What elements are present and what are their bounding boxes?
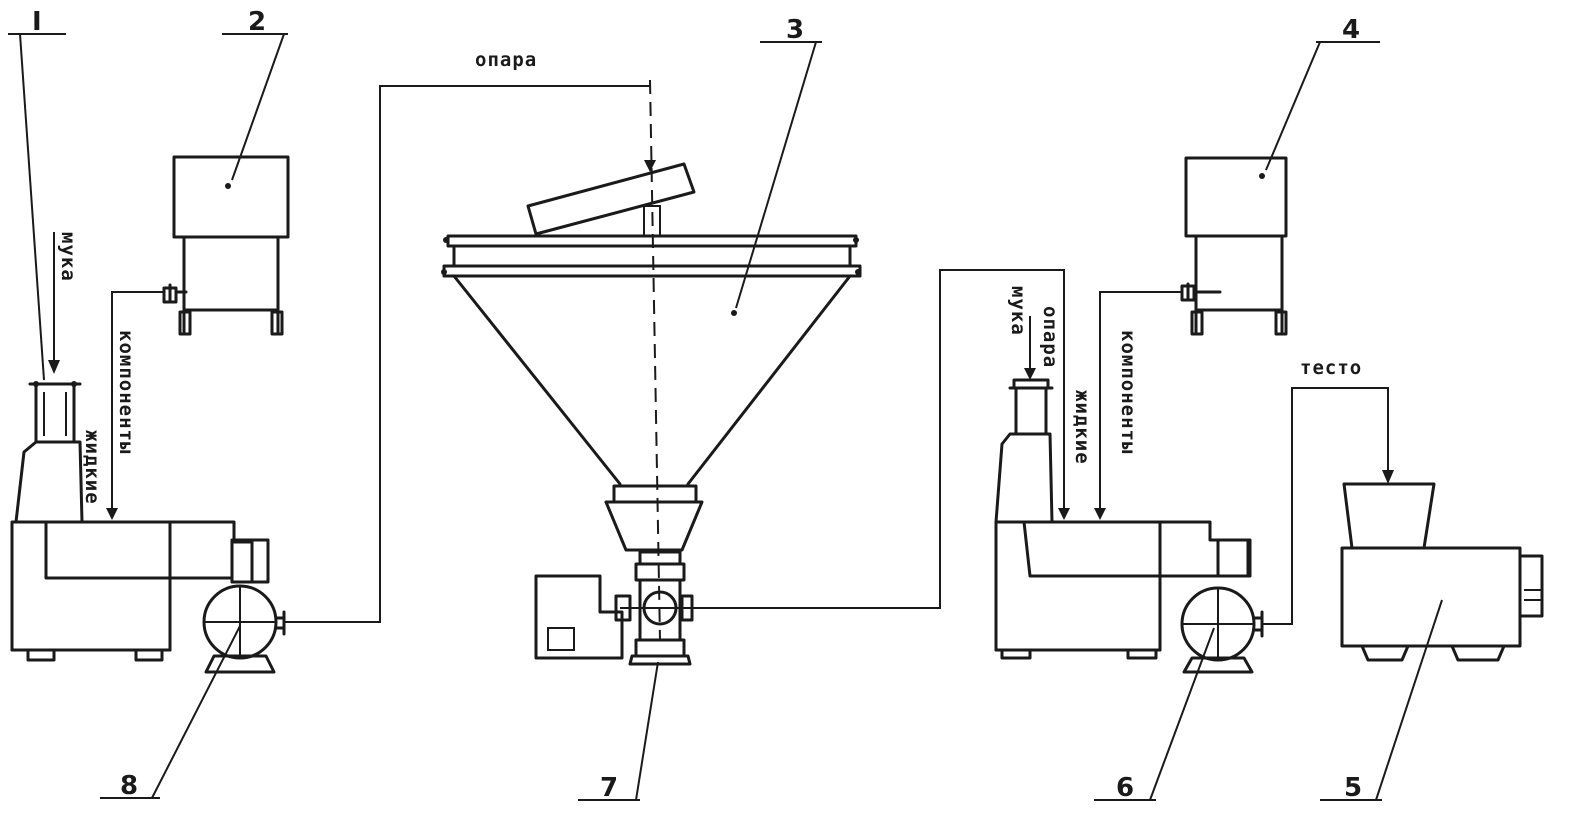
label-flour-right: мука: [1007, 286, 1029, 336]
pump-6: [1180, 586, 1264, 674]
label-liquid-right: жидкие: [1071, 390, 1093, 465]
pump-7: [534, 550, 700, 666]
label-dough: тесто: [1300, 357, 1362, 379]
label-number-1: I: [32, 7, 42, 37]
liquid-line-right: [1099, 291, 1182, 516]
pump-8: [202, 584, 286, 674]
right-mixer-unit: [994, 378, 1252, 660]
label-components-right: компоненты: [1117, 330, 1139, 454]
label-number-8: 8: [120, 771, 138, 801]
tank-2: [162, 155, 290, 336]
label-number-2: 2: [248, 7, 266, 37]
label-number-5: 5: [1344, 773, 1362, 803]
hopper-axis: [649, 79, 661, 641]
sponge-line-right: [692, 269, 1065, 609]
sponge-line-top: [284, 85, 650, 623]
left-mixer-unit: [10, 381, 270, 662]
label-sponge-right: опара: [1039, 306, 1061, 368]
leader-lines: [8, 33, 1443, 801]
label-sponge-top: опара: [475, 49, 537, 71]
hopper-3: [441, 162, 862, 552]
label-number-7: 7: [600, 773, 618, 803]
machine-5: [1340, 482, 1544, 662]
label-components-left: компоненты: [115, 330, 137, 454]
liquid-line-left: [111, 291, 164, 516]
label-liquid-left: жидкие: [81, 430, 103, 505]
label-number-6: 6: [1116, 773, 1134, 803]
label-number-3: 3: [786, 15, 804, 45]
tank-4: [1180, 156, 1288, 336]
dough-line: [1262, 387, 1389, 625]
label-number-4: 4: [1342, 15, 1360, 45]
label-flour-left: мука: [57, 232, 79, 282]
